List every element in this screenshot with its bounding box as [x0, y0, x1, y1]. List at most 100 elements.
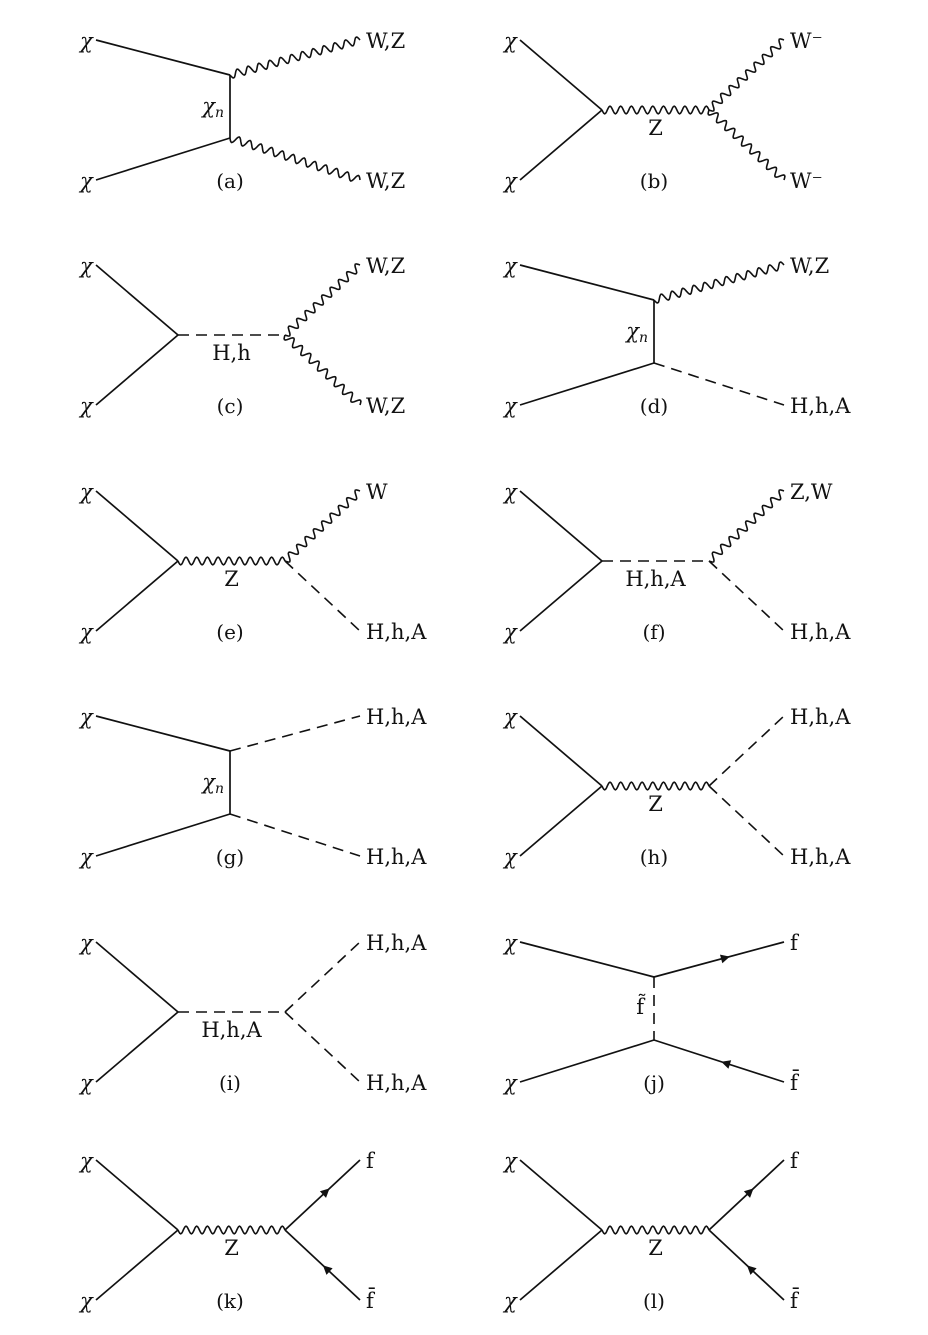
exchange-propagator [601, 105, 710, 115]
out-particle-label-top: W,Z [366, 29, 405, 53]
exchange-label: H,h,A [201, 1018, 262, 1042]
in-particle-label-bottom: χ [502, 1289, 518, 1313]
out-line-bottom [283, 334, 362, 406]
out-line-bottom [229, 813, 361, 857]
in-line-bottom [95, 560, 179, 632]
exchange-propagator [177, 1225, 286, 1235]
in-line-top [519, 264, 655, 301]
exchange-label: Z [648, 1236, 663, 1260]
fermion-arrow [746, 1265, 757, 1275]
exchange-label: χn [200, 94, 224, 121]
diagram-c: χχH,hW,ZW,Z(c) [78, 254, 405, 418]
exchange-label: H,h,A [625, 567, 686, 591]
exchange-label: f̃ [636, 994, 646, 1019]
in-particle-label-bottom: χ [502, 1071, 518, 1095]
in-particle-label-top: χ [502, 254, 518, 278]
exchange-label: χn [200, 770, 224, 797]
fermion-arrow [319, 1188, 330, 1198]
out-particle-label-top: W,Z [366, 254, 405, 278]
in-line-bottom [519, 785, 603, 857]
in-particle-label-top: χ [502, 705, 518, 729]
fermion-arrow [743, 1188, 754, 1198]
in-line-top [95, 264, 179, 336]
out-line-top [284, 941, 361, 1013]
in-particle-label-bottom: χ [78, 169, 94, 193]
out-particle-label-top: W⁻ [790, 29, 823, 53]
in-line-bottom [519, 560, 603, 632]
out-line-top [229, 715, 361, 752]
in-particle-label-top: χ [502, 1149, 518, 1173]
out-particle-label-bottom: H,h,A [366, 1071, 427, 1095]
in-line-bottom [519, 1229, 603, 1301]
diagram-j: χχf̃ff̄(j) [502, 931, 800, 1095]
in-line-bottom [519, 1039, 655, 1083]
in-line-bottom [95, 137, 231, 181]
fermion-arrow [721, 1060, 732, 1069]
out-particle-label-top: H,h,A [366, 931, 427, 955]
in-particle-label-top: χ [502, 931, 518, 955]
out-particle-label-bottom: H,h,A [366, 620, 427, 644]
out-line-bottom [708, 560, 785, 632]
in-line-top [95, 715, 231, 752]
in-particle-label-bottom: χ [78, 394, 94, 418]
out-line-top [284, 489, 361, 563]
in-line-top [519, 1159, 603, 1231]
in-line-top [95, 490, 179, 562]
diagram-caption: (j) [643, 1071, 665, 1095]
out-particle-label-top: Z,W [790, 480, 833, 504]
out-particle-label-bottom: W,Z [366, 394, 405, 418]
in-line-bottom [95, 1011, 179, 1083]
in-particle-label-bottom: χ [78, 620, 94, 644]
out-line-top [284, 1159, 361, 1231]
in-particle-label-top: χ [78, 1149, 94, 1173]
diagram-caption: (f) [642, 620, 665, 644]
in-particle-label-top: χ [78, 705, 94, 729]
exchange-label: Z [648, 792, 663, 816]
out-particle-label-top: H,h,A [790, 705, 851, 729]
out-line-bottom [653, 1039, 785, 1083]
out-line-bottom [284, 1011, 361, 1083]
diagram-caption: (c) [217, 394, 244, 418]
exchange-label: χn [624, 319, 648, 346]
in-line-top [95, 39, 231, 76]
in-particle-label-bottom: χ [502, 845, 518, 869]
out-line-top [708, 38, 785, 112]
in-line-bottom [519, 362, 655, 406]
out-particle-label-bottom: H,h,A [790, 394, 851, 418]
out-line-bottom [707, 109, 786, 181]
exchange-label: Z [224, 1236, 239, 1260]
out-particle-label-top: f [790, 1149, 800, 1173]
out-particle-label-bottom: H,h,A [790, 845, 851, 869]
out-line-top [708, 489, 785, 563]
in-particle-label-bottom: χ [502, 169, 518, 193]
exchange-label: Z [224, 567, 239, 591]
out-line-bottom [284, 1229, 361, 1301]
out-line-top [653, 941, 785, 978]
in-line-bottom [95, 813, 231, 857]
in-line-bottom [95, 334, 179, 406]
out-particle-label-top: f [366, 1149, 376, 1173]
diagram-caption: (b) [640, 169, 668, 193]
out-line-bottom [708, 1229, 785, 1301]
diagram-f: χχH,h,AZ,WH,h,A(f) [502, 480, 851, 644]
in-particle-label-bottom: χ [78, 845, 94, 869]
out-particle-label-bottom: f̄ [366, 1287, 376, 1313]
in-particle-label-top: χ [78, 931, 94, 955]
out-particle-label-bottom: W⁻ [790, 169, 823, 193]
diagram-i: χχH,h,AH,h,AH,h,A(i) [78, 931, 427, 1095]
out-line-top [708, 715, 785, 787]
in-particle-label-bottom: χ [78, 1071, 94, 1095]
diagram-caption: (k) [216, 1289, 244, 1313]
exchange-propagator [601, 781, 710, 791]
out-line-top [284, 263, 361, 337]
in-line-top [519, 490, 603, 562]
out-particle-label-bottom: W,Z [366, 169, 405, 193]
in-line-bottom [95, 1229, 179, 1301]
out-line-bottom [229, 136, 361, 182]
